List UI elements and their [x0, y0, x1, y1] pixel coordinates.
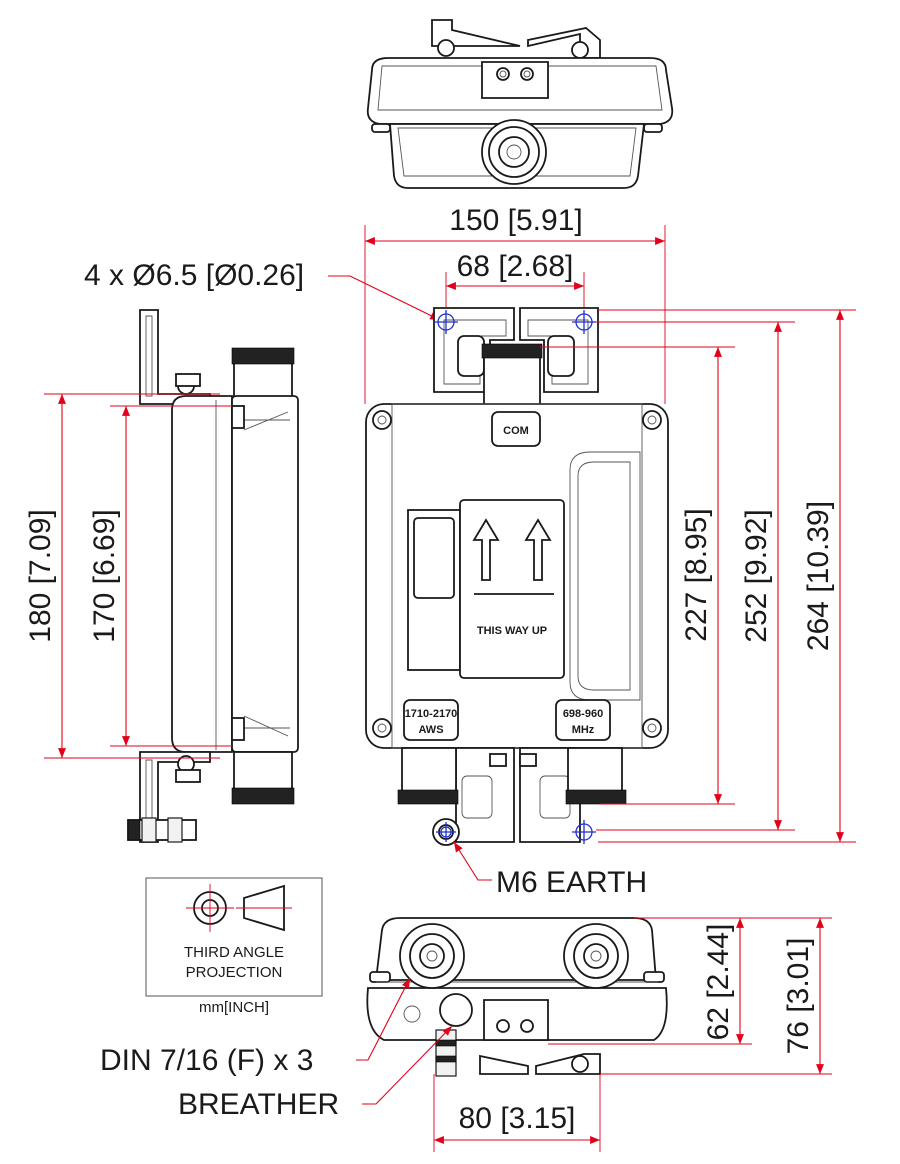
mounting-hole-markers — [434, 310, 596, 844]
dimension-252-label: 252 [9.92] — [740, 509, 773, 642]
bottom-view — [366, 917, 668, 1077]
dimension-150: 150 [5.91] — [364, 204, 666, 404]
dimension-62: 62 [2.44] — [548, 917, 752, 1045]
dimension-227: 227 [8.95] — [540, 346, 735, 805]
dimension-68: 68 [2.68] — [445, 250, 585, 320]
hole-callout: 4 x Ø6.5 [Ø0.26] — [84, 259, 441, 321]
mounting-hole-icon — [436, 822, 456, 842]
dimension-80: 80 [3.15] — [433, 1074, 601, 1152]
this-way-up-label: THIS WAY UP — [477, 625, 547, 637]
units-label: mm[INCH] — [199, 999, 269, 1016]
hole-callout-label: 4 x Ø6.5 [Ø0.26] — [84, 259, 304, 292]
dimension-150-label: 150 [5.91] — [449, 204, 582, 237]
mounting-hole-icon — [434, 310, 458, 334]
dimension-227-label: 227 [8.95] — [680, 508, 713, 641]
projection-line1: THIRD ANGLE — [184, 944, 284, 961]
earth-callout: M6 EARTH — [453, 841, 647, 899]
breather-callout: BREATHER — [178, 1025, 453, 1121]
projection-symbol-box: THIRD ANGLE PROJECTION mm[INCH] — [145, 877, 323, 1016]
connector-callout: DIN 7/16 (F) x 3 — [100, 977, 411, 1077]
front-view: COM THIS WAY UP 1710-2170 AWS 698-960 MH… — [365, 307, 669, 846]
breather-callout-label: BREATHER — [178, 1088, 339, 1121]
mounting-hole-icon — [572, 310, 596, 334]
earth-callout-label: M6 EARTH — [496, 866, 647, 899]
dimension-264-label: 264 [10.39] — [802, 501, 835, 651]
dimension-62-label: 62 [2.44] — [702, 924, 735, 1041]
dimension-80-label: 80 [3.15] — [459, 1102, 576, 1135]
third-angle-projection-icon — [186, 884, 292, 932]
dimension-180-label: 180 [7.09] — [24, 509, 57, 642]
left-port-band: 1710-2170 — [405, 708, 458, 720]
dimension-170-label: 170 [6.69] — [88, 509, 121, 642]
connector-callout-label: DIN 7/16 (F) x 3 — [100, 1044, 313, 1077]
dimension-68-label: 68 [2.68] — [457, 250, 574, 283]
mounting-hole-icon — [572, 820, 596, 844]
dimension-180: 180 [7.09] — [24, 393, 220, 759]
left-port-name: AWS — [418, 724, 443, 736]
dimension-76-label: 76 [3.01] — [782, 938, 815, 1055]
dimension-264: 264 [10.39] — [598, 309, 856, 843]
side-view — [127, 309, 299, 843]
dimension-76: 76 [3.01] — [600, 917, 832, 1075]
right-port-name: MHz — [572, 724, 595, 736]
dimension-252: 252 [9.92] — [596, 321, 795, 831]
dimension-170: 170 [6.69] — [88, 405, 232, 747]
projection-line2: PROJECTION — [186, 964, 283, 981]
top-view — [366, 19, 674, 189]
right-port-band: 698-960 — [563, 708, 603, 720]
com-label: COM — [503, 425, 529, 437]
